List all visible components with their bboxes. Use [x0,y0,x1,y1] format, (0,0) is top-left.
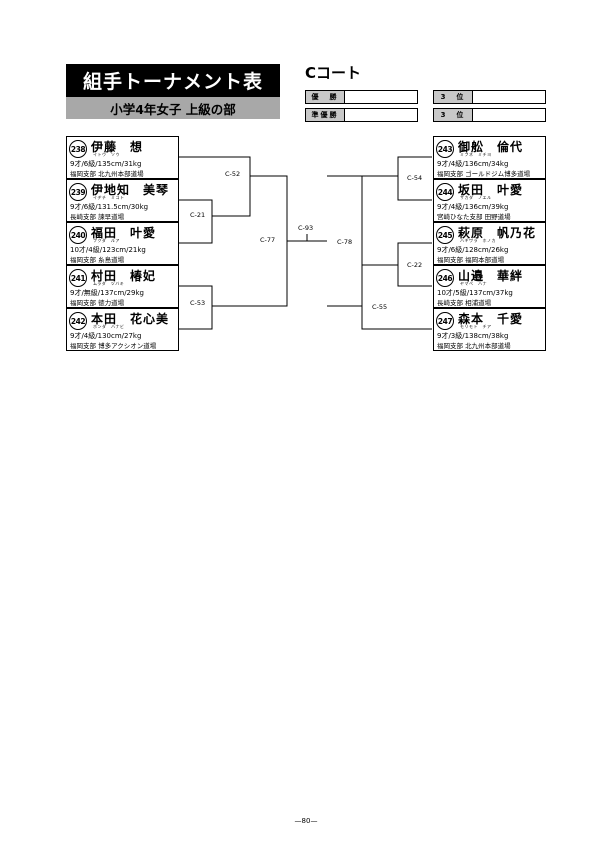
player-name: 本田 花心美 [91,312,170,326]
player-kana: イトウ ソウ [93,152,120,157]
player-stats: 9才/6級/128cm/26kg [437,246,509,254]
player-kana: ムラタ ツバキ [93,281,125,286]
player-name: 山邉 華絆 [458,269,524,283]
player-club: 長崎支部 諫早道場 [70,213,125,221]
player-stats: 9才/6級/135cm/31kg [70,160,142,168]
player-stats: 9才/4級/136cm/39kg [437,203,509,211]
player-club: 福岡支部 北九州本部道場 [70,170,144,178]
player-stats: 9才/3級/138cm/38kg [437,332,509,340]
line-c54 [397,156,432,201]
entry-number: 243 [436,140,454,158]
player-kana: ハギワラ ホノカ [460,238,496,243]
player-kana: ヤマベ ハナ [460,281,487,286]
player-name: 福田 叶愛 [91,226,157,240]
player-stats: 9才/4級/130cm/27kg [70,332,142,340]
entry-number: 244 [436,183,454,201]
entry-number: 241 [69,269,87,287]
player-box-246: 246 山邉 華絆 ヤマベ ハナ 10才/5級/137cm/37kg 長崎支部 … [433,265,546,308]
player-box-247: 247 森本 千愛 モリモト チア 9才/3級/138cm/38kg 福岡支部 … [433,308,546,351]
player-club: 福岡支部 博多アクシオン道場 [70,342,157,350]
player-box-243: 243 御舩 倫代 ミフネ ミチヨ 9才/4級/136cm/34kg 福岡支部 … [433,136,546,179]
player-kana: モリモト チア [460,324,492,329]
player-kana: イヂチ ミコト [93,195,125,200]
player-box-241: 241 村田 椿妃 ムラタ ツバキ 9才/無級/137cm/29kg 福岡支部 … [66,265,179,308]
result-value-third-a [473,90,546,104]
match-c21: C-21 [190,211,206,219]
player-kana: フクダ ルア [93,238,120,243]
line-c21 [179,199,213,244]
result-label-second: 準優勝 [305,108,345,122]
player-club: 宮崎ひなた支部 田野道場 [437,213,511,221]
entry-number: 238 [69,140,87,158]
player-club: 長崎支部 相浦道場 [437,299,492,307]
entry-number: 242 [69,312,87,330]
page-title: 組手トーナメント表 [66,64,280,97]
line-c78 [327,175,363,307]
match-c77: C-77 [260,236,276,244]
entry-number: 247 [436,312,454,330]
entry-number: 240 [69,226,87,244]
player-stats: 9才/4級/136cm/34kg [437,160,509,168]
result-row-second: 準優勝 [305,108,418,122]
result-label-third-b: 3 位 [433,108,473,122]
result-row-third-a: 3 位 [433,90,546,104]
result-row-third-b: 3 位 [433,108,546,122]
match-c78: C-78 [337,238,353,246]
player-box-240: 240 福田 叶愛 フクダ ルア 10才/4級/123cm/21kg 福岡支部 … [66,222,179,265]
result-value-third-b [473,108,546,122]
match-c93: C-93 [298,224,314,232]
player-box-239: 239 伊地知 美琴 イヂチ ミコト 9才/6級/131.5cm/30kg 長崎… [66,179,179,222]
division-subtitle: 小学4年女子 上級の部 [66,97,280,119]
result-label-third-a: 3 位 [433,90,473,104]
title-block: 組手トーナメント表 小学4年女子 上級の部 [66,64,280,119]
player-club: 福岡支部 徳力道場 [70,299,125,307]
entry-number: 245 [436,226,454,244]
result-label-first: 優 勝 [305,90,345,104]
player-kana: ホンダ ハナビ [93,324,125,329]
player-kana: サカタ ノエル [460,195,492,200]
player-club: 福岡支部 北九州本部道場 [437,342,511,350]
player-club: 福岡支部 福岡本部道場 [437,256,505,264]
player-club: 福岡支部 糸島道場 [70,256,125,264]
entry-number: 246 [436,269,454,287]
player-stats: 10才/4級/123cm/21kg [70,246,146,254]
player-name: 坂田 叶愛 [458,183,524,197]
match-c55: C-55 [372,303,388,311]
player-stats: 9才/6級/131.5cm/30kg [70,203,149,211]
player-stats: 10才/5級/137cm/37kg [437,289,513,297]
result-value-first [345,90,418,104]
line-c55 [361,264,432,330]
result-row-first: 優 勝 [305,90,418,104]
player-box-244: 244 坂田 叶愛 サカタ ノエル 9才/4級/136cm/39kg 宮崎ひなた… [433,179,546,222]
player-box-245: 245 萩原 帆乃花 ハギワラ ホノカ 9才/6級/128cm/26kg 福岡支… [433,222,546,265]
match-c54: C-54 [407,174,423,182]
player-name: 村田 椿妃 [91,269,157,283]
match-c53: C-53 [190,299,206,307]
player-name: 伊地知 美琴 [91,183,170,197]
match-c22: C-22 [407,261,423,269]
line-c52 [179,156,251,217]
player-name: 伊藤 想 [91,140,144,154]
player-box-238: 238 伊藤 想 イトウ ソウ 9才/6級/135cm/31kg 福岡支部 北九… [66,136,179,179]
player-name: 御舩 倫代 [458,140,524,154]
court-label: Cコート [305,64,362,82]
player-club: 福岡支部 ゴールドジム博多道場 [437,170,531,178]
player-name: 森本 千愛 [458,312,524,326]
line-c53 [179,285,213,330]
player-kana: ミフネ ミチヨ [460,152,492,157]
page-number: —80— [294,817,318,825]
player-box-242: 242 本田 花心美 ホンダ ハナビ 9才/4級/130cm/27kg 福岡支部… [66,308,179,351]
result-value-second [345,108,418,122]
player-name: 萩原 帆乃花 [458,226,537,240]
player-stats: 9才/無級/137cm/29kg [70,289,144,297]
match-c52: C-52 [225,170,241,178]
entry-number: 239 [69,183,87,201]
